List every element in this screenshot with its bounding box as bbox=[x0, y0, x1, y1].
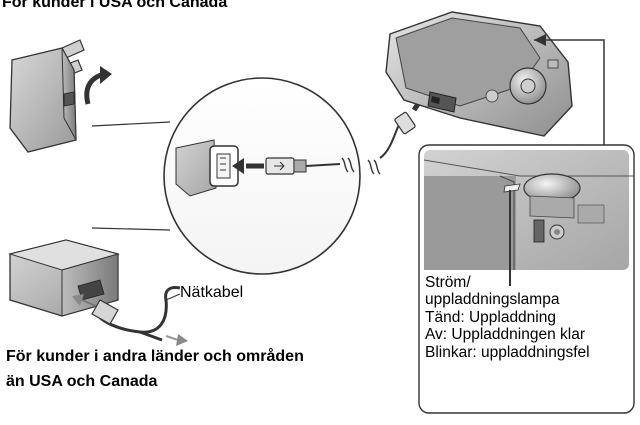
lamp-state-on: Tänd: Uppladdning bbox=[425, 308, 556, 326]
power-cable-label: Nätkabel bbox=[180, 284, 244, 301]
camera bbox=[385, 11, 573, 137]
lamp-detail-panel bbox=[418, 144, 635, 414]
lamp-state-off: Av: Uppladdningen klar bbox=[425, 326, 585, 344]
lamp-label-line2: uppladdningslampa bbox=[425, 291, 560, 309]
title-usa-canada: För kunder i USA och Canada bbox=[2, 0, 228, 11]
power-cable bbox=[72, 286, 188, 346]
lamp-label-line1: Ström/ bbox=[425, 274, 471, 291]
fold-out-arrow-icon bbox=[84, 66, 112, 105]
title-other-countries-line2: än USA och Canada bbox=[6, 373, 158, 390]
title-other-countries-line1: För kunder i andra länder och områden bbox=[6, 348, 304, 365]
intl-charger bbox=[8, 239, 120, 317]
charge-lamp-description: Ström/ uppladdningslampa Tänd: Uppladdni… bbox=[425, 274, 590, 361]
lamp-state-blinking: Blinkar: uppladdningsfel bbox=[425, 343, 590, 361]
detail-callout bbox=[534, 34, 605, 148]
magnified-usb-connection bbox=[91, 77, 361, 275]
usa-charger bbox=[9, 39, 85, 153]
